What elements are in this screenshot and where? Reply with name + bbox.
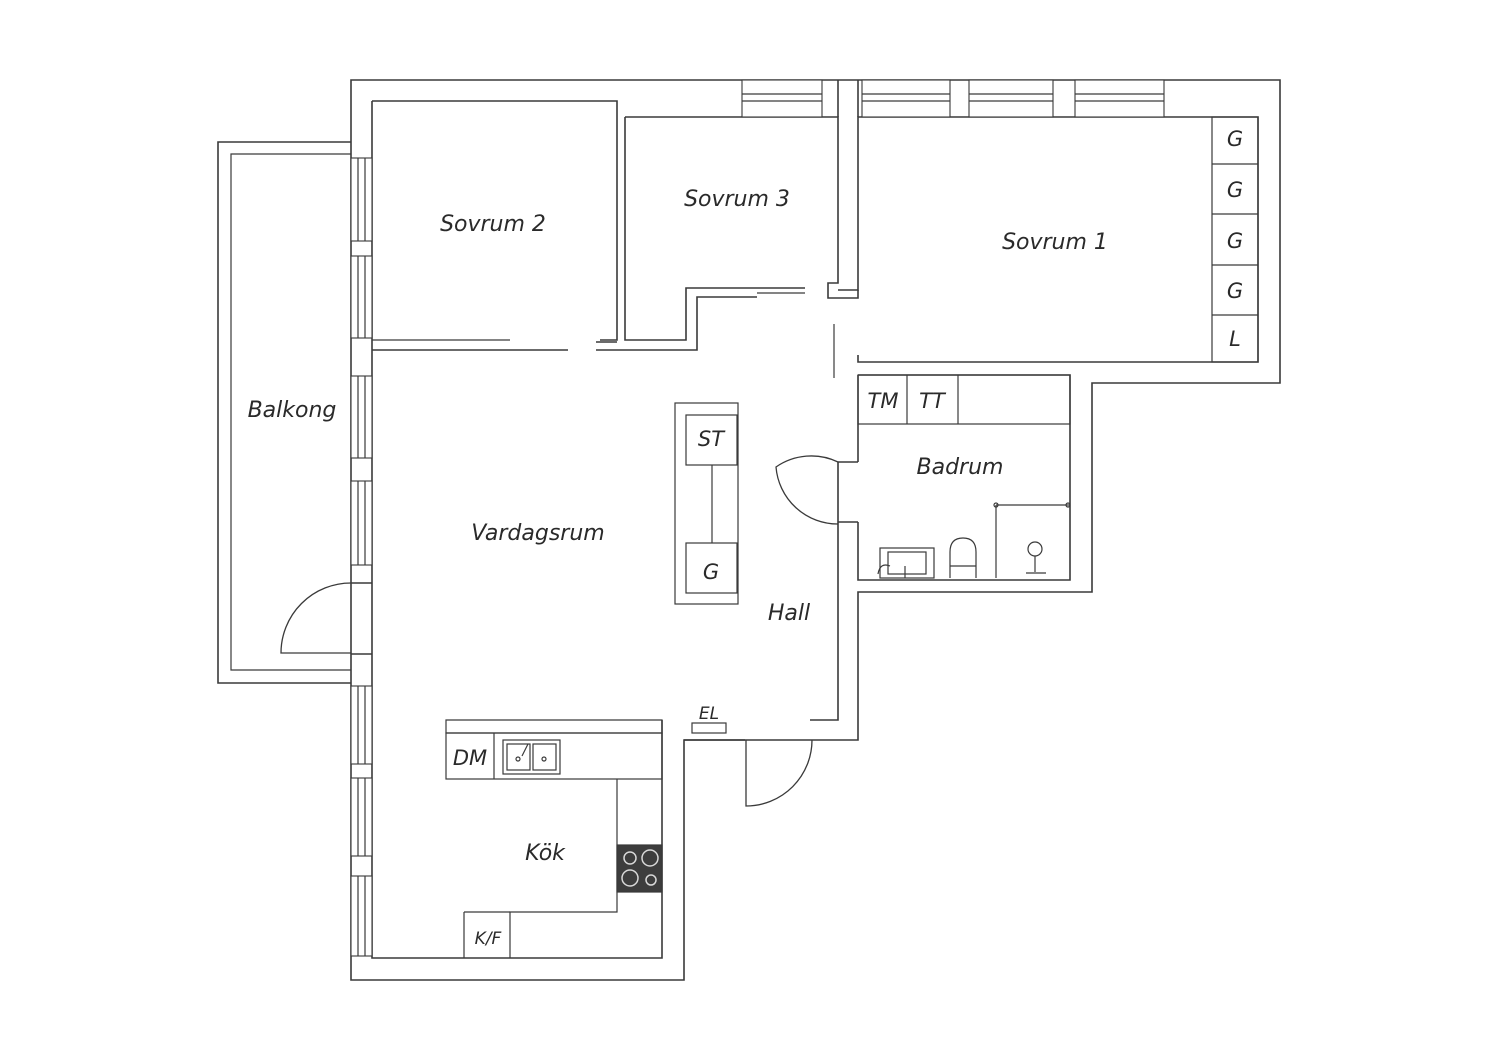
kitchen-sink-icon — [502, 739, 561, 775]
washer-label: TM — [868, 389, 899, 413]
room-label-balkong: Balkong — [248, 398, 337, 423]
kitchen-fixtures: DM K/F — [445, 719, 663, 958]
window-left-4 — [350, 480, 373, 566]
dryer-label: TT — [919, 389, 947, 413]
stove-icon — [616, 844, 663, 893]
balcony-outline — [217, 141, 351, 684]
window-left-7 — [350, 875, 373, 957]
toilet-icon — [949, 537, 977, 578]
window-left-5 — [350, 685, 373, 765]
window-top-4 — [1074, 79, 1165, 118]
wardrobes-sovrum1: G G G G L — [1211, 116, 1259, 363]
balcony-door — [280, 582, 352, 654]
room-label-vardagsrum: Vardagsrum — [471, 521, 604, 546]
electric-cabinet: EL — [691, 704, 727, 734]
dishwasher-label: DM — [453, 746, 487, 770]
bathroom-fixtures: TM TT — [857, 374, 1071, 579]
fridge-freezer-label: K/F — [475, 929, 502, 949]
room-label-badrum: Badrum — [917, 455, 1004, 480]
window-left-1 — [350, 157, 373, 242]
wardrobe-label-2: G — [1227, 178, 1243, 202]
hall-storage: ST G — [674, 402, 739, 605]
wardrobe-label-4: G — [1227, 279, 1243, 303]
bathroom-door — [775, 455, 839, 525]
window-left-3 — [350, 375, 373, 459]
shower-icon — [993, 502, 1071, 578]
window-left-2 — [350, 255, 373, 339]
wardrobe-label-1: G — [1227, 127, 1243, 151]
entrance-door — [745, 739, 813, 807]
doors — [280, 324, 839, 807]
bathroom-sink-icon — [877, 547, 935, 579]
wardrobe-label-3: G — [1227, 229, 1243, 253]
room-labels: Sovrum 2 Sovrum 3 Sovrum 1 Balkong Varda… — [248, 187, 1108, 866]
room-label-sovrum3: Sovrum 3 — [684, 187, 790, 212]
room-label-sovrum2: Sovrum 2 — [440, 212, 546, 237]
interior-walls — [351, 80, 859, 741]
hall-wardrobe-label: G — [703, 560, 719, 584]
windows — [350, 79, 1165, 957]
storage-label: ST — [698, 427, 726, 451]
linen-cabinet-label: L — [1229, 327, 1241, 351]
room-label-kok: Kök — [525, 841, 566, 866]
window-top-1 — [741, 79, 823, 118]
room-label-hall: Hall — [768, 601, 810, 626]
window-top-3 — [968, 79, 1054, 118]
window-left-6 — [350, 777, 373, 857]
room-label-sovrum1: Sovrum 1 — [1002, 230, 1108, 255]
window-top-2 — [861, 79, 951, 118]
electric-cabinet-label: EL — [699, 704, 719, 724]
